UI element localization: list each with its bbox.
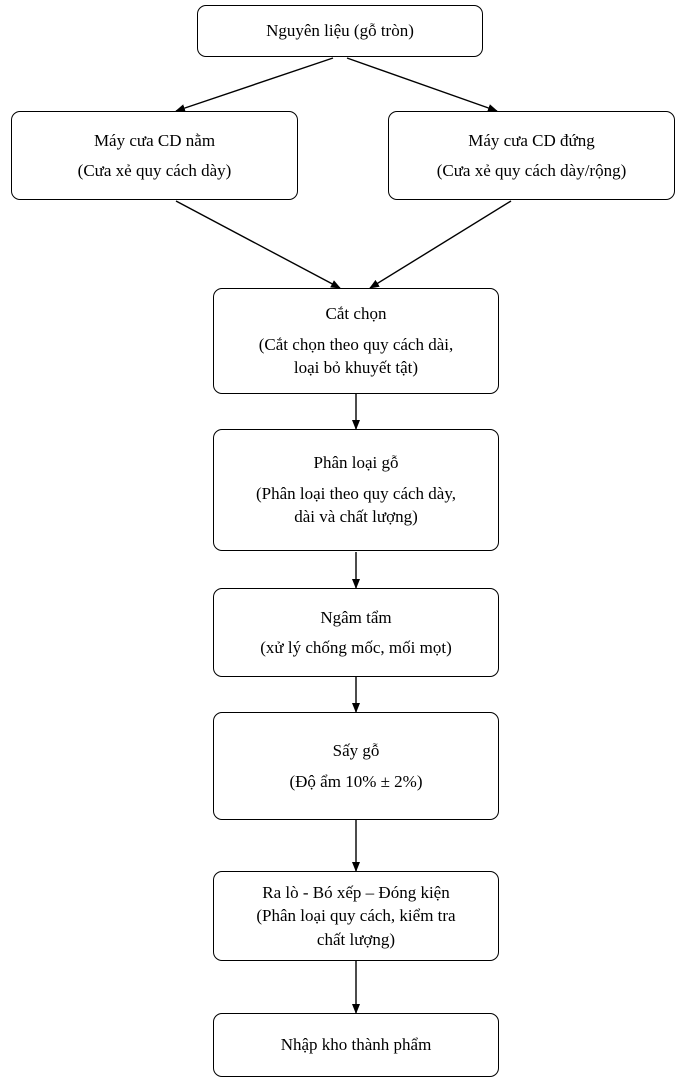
node-drying: Sấy gỗ (Độ ẩm 10% ± 2%) xyxy=(213,712,499,820)
node-cutting-detail-1: (Cắt chọn theo quy cách dài, xyxy=(258,334,454,354)
node-cutting: Cắt chọn (Cắt chọn theo quy cách dài, lo… xyxy=(213,288,499,394)
node-saw-vertical: Máy cưa CD đứng (Cưa xẻ quy cách dày/rộn… xyxy=(388,111,675,200)
node-saw-horizontal-detail: (Cưa xẻ quy cách dày) xyxy=(77,161,232,180)
node-saw-vertical-title: Máy cưa CD đứng xyxy=(468,130,595,150)
node-soaking-title: Ngâm tẩm xyxy=(320,607,392,627)
node-saw-horizontal-title: Máy cưa CD nằm xyxy=(93,130,216,150)
node-soaking-detail: (xử lý chống mốc, mối mọt) xyxy=(260,638,452,657)
node-packing-detail-1: (Phân loại quy cách, kiểm tra xyxy=(256,906,456,926)
arrow-vertical-saw-to-cutting xyxy=(369,200,512,289)
node-saw-horizontal: Máy cưa CD nằm (Cưa xẻ quy cách dày) xyxy=(11,111,298,200)
arrow-raw-to-horizontal-saw xyxy=(175,57,334,112)
node-warehouse: Nhập kho thành phẩm xyxy=(213,1013,499,1077)
node-saw-vertical-detail: (Cưa xẻ quy cách dày/rộng) xyxy=(436,161,627,180)
node-warehouse-title: Nhập kho thành phẩm xyxy=(280,1035,432,1055)
node-sorting-title: Phân loại gỗ xyxy=(313,453,399,473)
node-drying-title: Sấy gỗ xyxy=(332,741,380,761)
node-packing-title: Ra lò - Bó xếp – Đóng kiện xyxy=(262,882,450,902)
node-cutting-title: Cắt chọn xyxy=(325,304,387,324)
node-packing-detail-2: chất lượng) xyxy=(316,929,396,949)
node-sorting-detail-1: (Phân loại theo quy cách dày, xyxy=(256,483,456,503)
node-raw-material-title: Nguyên liệu (gỗ tròn) xyxy=(266,21,414,41)
node-soaking: Ngâm tẩm (xử lý chống mốc, mối mọt) xyxy=(213,588,499,677)
node-drying-detail: (Độ ẩm 10% ± 2%) xyxy=(289,771,423,791)
node-sorting: Phân loại gỗ (Phân loại theo quy cách dà… xyxy=(213,429,499,551)
node-cutting-detail-2: loại bỏ khuyết tật) xyxy=(293,358,419,378)
node-packing: Ra lò - Bó xếp – Đóng kiện (Phân loại qu… xyxy=(213,871,499,961)
arrow-horizontal-saw-to-cutting xyxy=(175,200,341,289)
arrow-raw-to-vertical-saw xyxy=(346,57,498,112)
node-sorting-detail-2: dài và chất lượng) xyxy=(294,507,418,527)
node-raw-material: Nguyên liệu (gỗ tròn) xyxy=(197,5,483,57)
